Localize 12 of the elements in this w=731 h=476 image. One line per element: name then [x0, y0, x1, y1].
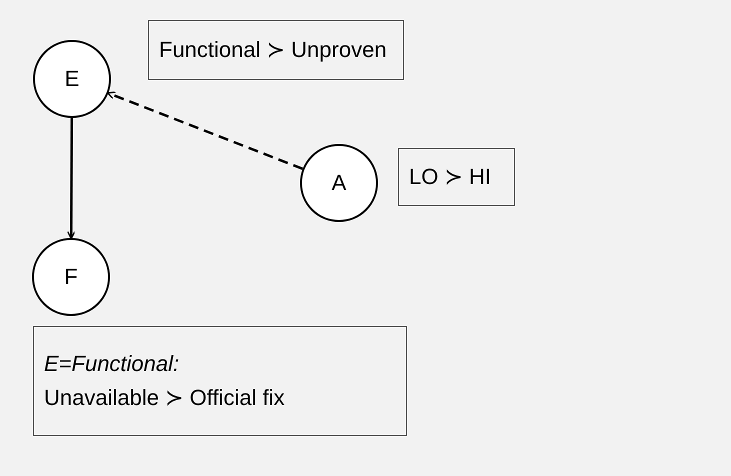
node-label: A: [332, 170, 346, 196]
arrow: [67, 118, 76, 240]
arrow: [107, 91, 304, 170]
condition-heading: E=Functional:: [44, 351, 180, 377]
text-box: [33, 326, 407, 436]
node-label: Functional ≻ Unproven: [159, 37, 388, 63]
node-label: F: [64, 264, 78, 290]
text-box: [398, 148, 515, 206]
text-box: [148, 20, 404, 80]
node-label: E: [64, 66, 80, 92]
node-label: LO ≻ HI: [409, 164, 492, 190]
node-label: Unavailable ≻ Official fix: [44, 385, 286, 411]
